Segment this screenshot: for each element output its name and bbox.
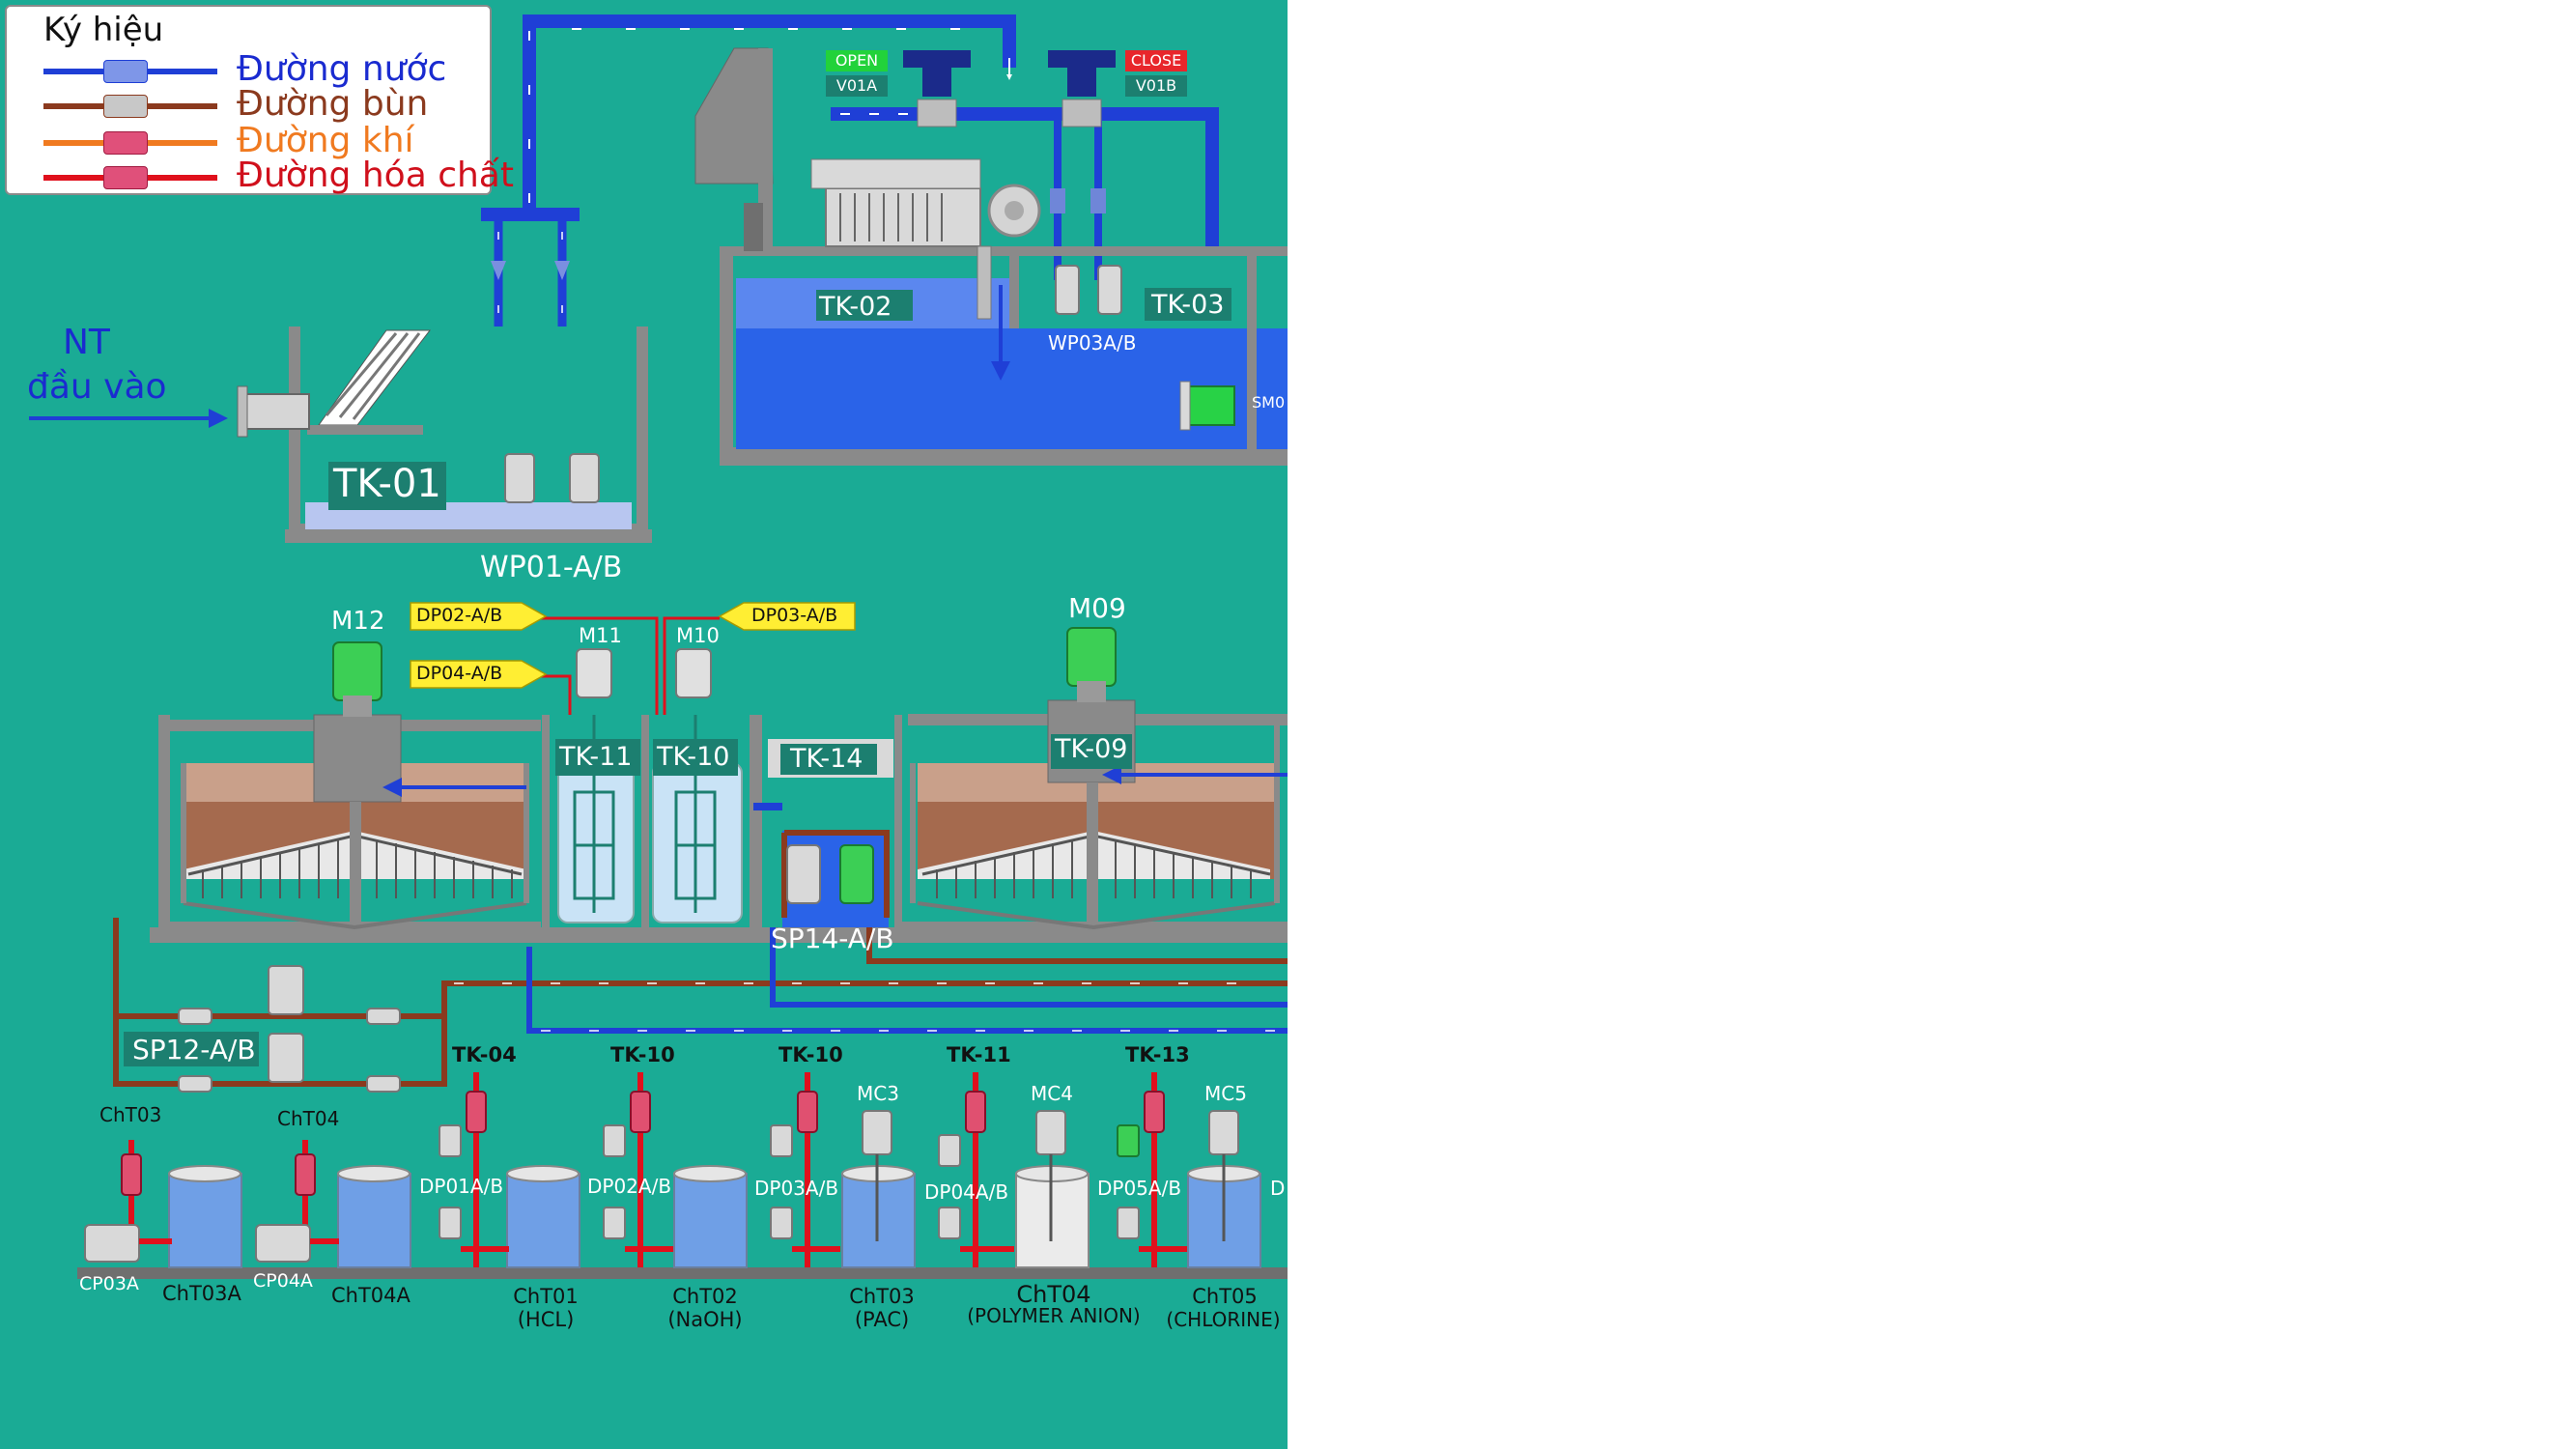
pump-sp14-label[interactable]: SP14-A/B xyxy=(771,923,894,954)
chem-target-tk11: TK-11 xyxy=(947,1043,1011,1066)
tank-cht01-sub: (HCL) xyxy=(517,1308,575,1331)
process-graphics xyxy=(29,14,1288,1279)
valve-v01b-status[interactable]: CLOSE xyxy=(1125,50,1187,71)
tank-cht04-name[interactable]: ChT04 xyxy=(1016,1281,1091,1308)
tank-tk01-graphic xyxy=(29,327,652,543)
motor-m10-label[interactable]: M10 xyxy=(676,624,720,647)
pump-dp02-label[interactable]: DP02A/B xyxy=(587,1175,672,1198)
tank-tk02-label[interactable]: TK-02 xyxy=(819,292,892,322)
legend-label-air: Đường khí xyxy=(237,121,414,160)
tank-cht05-name[interactable]: ChT05 xyxy=(1192,1285,1258,1308)
valve-v01a-name: V01A xyxy=(826,75,888,97)
tank-tk02-tk03-graphic xyxy=(694,47,1288,466)
legend-item-chemical: Đường hóa chất xyxy=(43,156,514,196)
chem-target-tk10-b: TK-10 xyxy=(778,1043,843,1066)
chemical-valve-icon xyxy=(103,166,148,189)
tank-cht03-name[interactable]: ChT03 xyxy=(849,1285,915,1308)
tank-cht01-name[interactable]: ChT01 xyxy=(513,1285,579,1308)
pump-dp06-label-partial[interactable]: D xyxy=(1270,1177,1286,1200)
chem-target-tk10-a: TK-10 xyxy=(610,1043,675,1066)
mixer-mc3-label[interactable]: MC3 xyxy=(857,1082,899,1105)
tank-tk11-label[interactable]: TK-11 xyxy=(559,742,633,772)
pump-dp03-label[interactable]: DP03A/B xyxy=(754,1177,839,1200)
pump-wp03-label[interactable]: WP03A/B xyxy=(1048,331,1137,355)
tank-tk01-label[interactable]: TK-01 xyxy=(333,462,441,506)
water-valve-icon xyxy=(103,60,148,83)
inlet-label-line1: NT xyxy=(63,323,110,362)
valve-cht04-label: ChT04 xyxy=(277,1107,340,1130)
tank-cht05-sub: (CHLORINE) xyxy=(1166,1308,1281,1331)
legend-item-air: Đường khí xyxy=(43,121,488,161)
mixer-mc5-label[interactable]: MC5 xyxy=(1204,1082,1247,1105)
dosing-tag-shapes xyxy=(410,602,856,689)
valve-v01b-name: V01B xyxy=(1125,75,1187,97)
tank-cht02-name[interactable]: ChT02 xyxy=(672,1285,738,1308)
valve-cht03-label: ChT03 xyxy=(99,1103,162,1126)
tank-tk14-label[interactable]: TK-14 xyxy=(790,744,863,774)
scada-process-diagram: Ký hiệu Đường nước Đường bùn Đường khí Đ… xyxy=(0,0,1288,1449)
tank-cht02-sub: (NaOH) xyxy=(667,1308,743,1331)
pump-cp04a-label[interactable]: CP04A xyxy=(253,1270,313,1292)
legend: Ký hiệu Đường nước Đường bùn Đường khí Đ… xyxy=(5,5,514,196)
legend-label-sludge: Đường bùn xyxy=(237,84,429,124)
pump-dp05-label[interactable]: DP05A/B xyxy=(1097,1177,1182,1200)
clarifier-section xyxy=(150,616,1288,943)
legend-item-water: Đường nước xyxy=(43,49,488,90)
chemical-dosing-row xyxy=(77,1072,1288,1279)
motor-m09-label[interactable]: M09 xyxy=(1068,592,1126,624)
pump-cp03a-label[interactable]: CP03A xyxy=(79,1273,139,1294)
sludge-return-piping xyxy=(113,918,1288,1093)
pump-wp01-label[interactable]: WP01-A/B xyxy=(480,551,623,584)
chem-target-tk04: TK-04 xyxy=(452,1043,517,1066)
pump-dp04-label[interactable]: DP04A/B xyxy=(924,1180,1009,1204)
pump-sp12-label[interactable]: SP12-A/B xyxy=(132,1034,256,1065)
chem-target-tk13: TK-13 xyxy=(1125,1043,1190,1066)
motor-m11-label[interactable]: M11 xyxy=(579,624,622,647)
inlet-label-line2: đầu vào xyxy=(27,367,167,407)
dosing-tag-dp04[interactable]: DP04-A/B xyxy=(416,663,503,684)
pump-dp01-label[interactable]: DP01A/B xyxy=(419,1175,504,1198)
sludge-valve-icon xyxy=(103,95,148,118)
dosing-tag-dp02[interactable]: DP02-A/B xyxy=(416,605,503,626)
tank-cht03-sub: (PAC) xyxy=(854,1308,910,1331)
tank-tk09-label[interactable]: TK-09 xyxy=(1055,734,1128,764)
dosing-tag-dp03[interactable]: DP03-A/B xyxy=(751,605,838,626)
mixer-mc4-label[interactable]: MC4 xyxy=(1031,1082,1073,1105)
legend-item-sludge: Đường bùn xyxy=(43,84,488,125)
legend-label-chemical: Đường hóa chất xyxy=(237,156,514,195)
tank-cht04-sub: (POLYMER ANION) xyxy=(967,1304,1141,1327)
tank-cht04a-label[interactable]: ChT04A xyxy=(331,1284,410,1307)
tank-tk03-label[interactable]: TK-03 xyxy=(1151,290,1225,320)
tank-tk10-label[interactable]: TK-10 xyxy=(657,742,730,772)
motor-m12-label[interactable]: M12 xyxy=(331,607,385,636)
air-valve-icon xyxy=(103,131,148,155)
tank-cht03a-label[interactable]: ChT03A xyxy=(162,1282,241,1305)
valve-v01a-status[interactable]: OPEN xyxy=(826,50,888,71)
mixer-sm-label[interactable]: SM0 xyxy=(1252,393,1286,412)
legend-label-water: Đường nước xyxy=(237,49,447,89)
legend-title: Ký hiệu xyxy=(43,11,164,49)
